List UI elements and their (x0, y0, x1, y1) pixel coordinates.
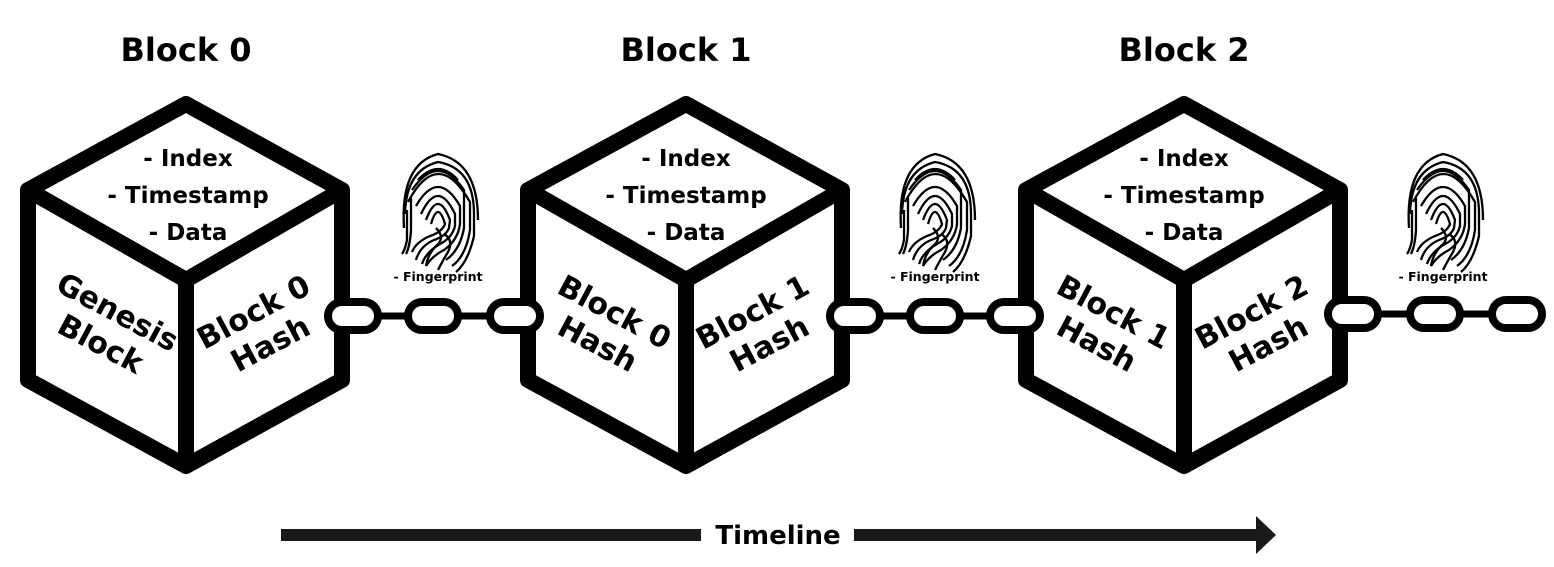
fingerprint-2: - Fingerprint (1398, 152, 1488, 284)
top-face-fields: - Index - Timestamp - Data (1103, 146, 1264, 246)
chain-0 (324, 298, 544, 334)
block-title: Block 1 (621, 31, 752, 69)
right-face-label: Block 0 Hash (191, 269, 316, 380)
block-2: Block 2 - Index - Timestamp - Data Block… (1018, 31, 1348, 474)
top-face-fields: - Index - Timestamp - Data (605, 146, 766, 246)
field-data: - Data (149, 220, 228, 246)
fingerprint-label: - Fingerprint (393, 269, 482, 284)
cube (1018, 96, 1348, 474)
field-timestamp: - Timestamp (107, 183, 268, 209)
fingerprint-0: - Fingerprint (393, 152, 483, 284)
fingerprint-1: - Fingerprint (890, 152, 980, 284)
chain-link-icon (1406, 296, 1464, 332)
field-index: - Index (641, 146, 731, 172)
fingerprint-label: - Fingerprint (1398, 269, 1487, 284)
left-face-label: Genesis Block (50, 266, 184, 382)
cube (520, 96, 850, 474)
chain-link-icon (1488, 296, 1546, 332)
chain-link-icon (1324, 296, 1382, 332)
cube (20, 96, 350, 474)
chain-2 (1324, 296, 1546, 332)
fingerprint-label: - Fingerprint (890, 269, 979, 284)
timeline: Timeline (281, 516, 1276, 554)
timeline-label: Timeline (715, 521, 840, 551)
field-data: - Data (647, 220, 726, 246)
block-1: Block 1 - Index - Timestamp - Data Block… (520, 31, 850, 474)
arrow-right-icon (1256, 516, 1276, 554)
right-face-label: Block 2 Hash (1189, 269, 1314, 380)
chain-link-icon (826, 298, 884, 334)
chain-1 (826, 298, 1044, 334)
top-face-fields: - Index - Timestamp - Data (107, 146, 268, 246)
chain-link-icon (906, 298, 964, 334)
timeline-bar-right (854, 529, 1260, 541)
left-face-label: Block 1 Hash (1051, 269, 1176, 380)
block-0: Block 0 - Index - Timestamp - Data Genes… (20, 31, 350, 474)
left-face-label: Block 0 Hash (552, 269, 677, 380)
field-index: - Index (143, 146, 233, 172)
right-face-label: Block 1 Hash (690, 269, 815, 380)
chain-link-icon (986, 298, 1044, 334)
chain-link-icon (404, 298, 462, 334)
field-data: - Data (1145, 220, 1224, 246)
timeline-bar-left (281, 529, 701, 541)
field-timestamp: - Timestamp (1103, 183, 1264, 209)
fingerprint-icon (897, 152, 977, 274)
field-timestamp: - Timestamp (605, 183, 766, 209)
chain-link-icon (486, 298, 544, 334)
block-title: Block 0 (121, 31, 252, 69)
field-index: - Index (1139, 146, 1229, 172)
fingerprint-icon (1405, 152, 1485, 274)
fingerprint-icon (400, 152, 480, 274)
chain-link-icon (324, 298, 382, 334)
block-title: Block 2 (1119, 31, 1250, 69)
